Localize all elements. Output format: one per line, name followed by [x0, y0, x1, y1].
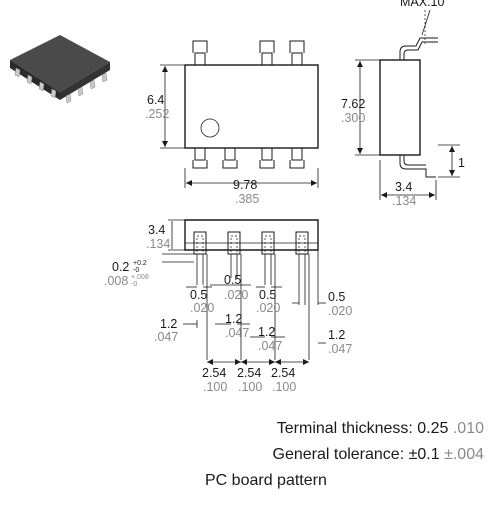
dim-pad-len-left-in: .047	[154, 330, 178, 344]
pin1-marker	[200, 118, 220, 138]
dim-lead-width-mm: 0.5	[224, 273, 241, 287]
dim-body-width-mm: 7.62	[341, 97, 365, 111]
terminal-thickness-inch: .010	[452, 420, 484, 437]
top-leads	[192, 40, 305, 65]
top-view: 6.4 .252 9.78 .385	[145, 40, 319, 206]
dim-pad-right-mm: 0.5	[328, 290, 345, 304]
dim-pad-right-in: .020	[328, 304, 352, 318]
dim-pitch3-in: .100	[272, 380, 296, 394]
dim-height-in: .134	[146, 237, 170, 251]
dim-lead-width-in: .020	[224, 288, 248, 302]
dim-pad-len-mid-mm: 1.2	[225, 312, 242, 326]
terminal-thickness-label: Terminal thickness: 0.25	[276, 420, 449, 437]
dim-pitch1-in: .100	[203, 380, 227, 394]
pc-board-pattern-label: PC board pattern	[205, 472, 327, 489]
dim-standoff-plus-in: +.008	[131, 274, 149, 281]
bottom-leads	[192, 148, 305, 169]
dim-pad-len-left-mm: 1.2	[160, 317, 177, 331]
dim-standoff-in: .008	[104, 274, 128, 288]
dim-max-tilt: MAX.10	[400, 0, 445, 9]
dim-pad-len-mid-in: .047	[225, 326, 249, 340]
dim-body-width-in: .300	[341, 111, 365, 125]
dim-lead-span-in: .134	[392, 194, 416, 208]
dim-lead-span-mm: 3.4	[395, 180, 412, 194]
dim-length-in: .385	[235, 192, 259, 206]
dim-one: 1	[458, 156, 465, 170]
dim-width-in: .252	[145, 107, 169, 121]
dim-height-mm: 3.4	[148, 223, 165, 237]
chip-photo	[10, 35, 110, 104]
dim-standoff-mm: 0.2	[112, 260, 129, 274]
dim-pad-width-mm: 0.5	[190, 288, 207, 302]
dim-width-mm: 6.4	[147, 93, 164, 107]
dim-pad-len-right-mm: 1.2	[328, 328, 345, 342]
dim-length-mm: 9.78	[233, 178, 257, 192]
dim-pad-width-in: .020	[190, 301, 214, 315]
dim-pitch2-in: .100	[238, 380, 262, 394]
dim-pad-width2-mm: 0.5	[259, 288, 276, 302]
dim-pad-len-mid2-in: .047	[258, 339, 282, 353]
dim-standoff-plus-mm: +0.2	[133, 260, 147, 267]
dim-pitch1-mm: 2.54	[202, 366, 226, 380]
dim-pad-len-mid2-mm: 1.2	[258, 325, 275, 339]
terminal-thickness-note: Terminal thickness: 0.25 .010	[277, 418, 484, 440]
front-view: 3.4 .134 0.2 +0.2 -0 .008 +.008 -0 0.5 0…	[104, 219, 352, 394]
front-leads	[193, 231, 309, 255]
dim-pitch3-mm: 2.54	[271, 366, 295, 380]
dim-pad-len-right-in: .047	[328, 342, 352, 356]
general-tolerance-inch: ±.004	[444, 446, 484, 463]
dim-pitch2-mm: 2.54	[237, 366, 261, 380]
general-tolerance-note: General tolerance: ±0.1 ±.004	[273, 444, 484, 466]
side-view: MAX.10 7.62 .300 1 3.4 .134	[341, 0, 465, 208]
general-tolerance-label: General tolerance: ±0.1	[272, 446, 440, 463]
pc-board-pattern-note: PC board pattern	[205, 470, 327, 492]
dim-pad-width2-in: .020	[256, 301, 280, 315]
dim-standoff-minus-mm: -0	[133, 267, 139, 274]
dim-standoff-minus-in: -0	[131, 281, 137, 288]
